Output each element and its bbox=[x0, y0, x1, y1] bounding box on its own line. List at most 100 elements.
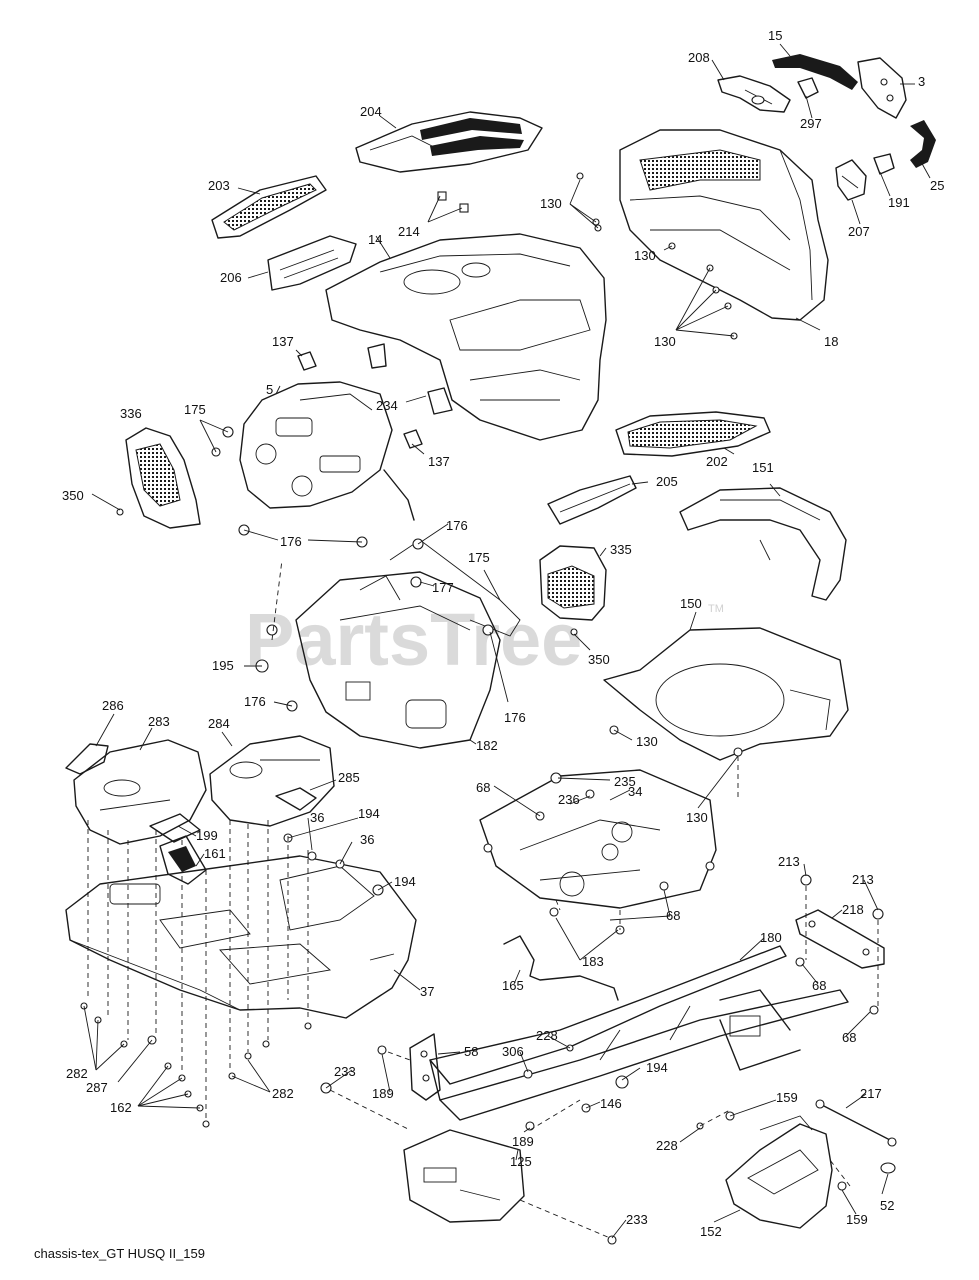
callout-183[interactable]: 183 bbox=[582, 954, 604, 969]
part-217-rod bbox=[815, 1099, 897, 1147]
part-150-shroud bbox=[603, 627, 849, 761]
callout-284[interactable]: 284 bbox=[208, 716, 230, 731]
part-203-grille-left bbox=[211, 175, 327, 239]
callout-283[interactable]: 283 bbox=[148, 714, 170, 729]
callout-68-b[interactable]: 68 bbox=[666, 908, 680, 923]
callout-213-a[interactable]: 213 bbox=[778, 854, 800, 869]
callout-282-a[interactable]: 282 bbox=[66, 1066, 88, 1081]
callout-236[interactable]: 236 bbox=[558, 792, 580, 807]
callout-228-a[interactable]: 228 bbox=[536, 1028, 558, 1043]
callout-205[interactable]: 205 bbox=[656, 474, 678, 489]
part-151-bracket bbox=[679, 487, 847, 601]
part-161-cover bbox=[159, 835, 207, 885]
callout-151[interactable]: 151 bbox=[752, 460, 774, 475]
callout-233-a[interactable]: 233 bbox=[334, 1064, 356, 1079]
callout-285[interactable]: 285 bbox=[338, 770, 360, 785]
callout-282-b[interactable]: 282 bbox=[272, 1086, 294, 1101]
callout-175-a[interactable]: 175 bbox=[184, 402, 206, 417]
callout-176-d[interactable]: 176 bbox=[504, 710, 526, 725]
part-125-frame-front bbox=[403, 1129, 525, 1223]
callout-233-b[interactable]: 233 bbox=[626, 1212, 648, 1227]
part-5-dash-panel bbox=[239, 381, 415, 521]
part-illustrations bbox=[65, 43, 936, 1245]
callout-182[interactable]: 182 bbox=[476, 738, 498, 753]
callout-189-a[interactable]: 189 bbox=[372, 1086, 394, 1101]
callout-68-c[interactable]: 68 bbox=[812, 978, 826, 993]
callout-235[interactable]: 235 bbox=[614, 774, 636, 789]
callout-130-a[interactable]: 130 bbox=[540, 196, 562, 211]
callout-176-c[interactable]: 176 bbox=[244, 694, 266, 709]
callout-350-b[interactable]: 350 bbox=[588, 652, 610, 667]
part-3-side-bracket bbox=[857, 57, 907, 119]
callout-34[interactable]: 34 bbox=[628, 784, 642, 799]
callout-194-c[interactable]: 194 bbox=[646, 1060, 668, 1075]
callout-202[interactable]: 202 bbox=[706, 454, 728, 469]
callout-176-a[interactable]: 176 bbox=[446, 518, 468, 533]
callout-234[interactable]: 234 bbox=[376, 398, 398, 413]
callout-14[interactable]: 14 bbox=[368, 232, 382, 247]
callout-306[interactable]: 306 bbox=[502, 1044, 524, 1059]
callout-25[interactable]: 25 bbox=[930, 178, 944, 193]
callout-159-b[interactable]: 159 bbox=[846, 1212, 868, 1227]
callout-162[interactable]: 162 bbox=[110, 1100, 132, 1115]
callout-199[interactable]: 199 bbox=[196, 828, 218, 843]
callout-194-a[interactable]: 194 bbox=[358, 806, 380, 821]
part-208-light-bracket bbox=[717, 75, 791, 113]
callout-52[interactable]: 52 bbox=[880, 1198, 894, 1213]
callout-130-b[interactable]: 130 bbox=[634, 248, 656, 263]
callout-189-b[interactable]: 189 bbox=[512, 1134, 534, 1149]
callout-161[interactable]: 161 bbox=[204, 846, 226, 861]
callout-68-a[interactable]: 68 bbox=[476, 780, 490, 795]
callout-146[interactable]: 146 bbox=[600, 1096, 622, 1111]
part-191-clip bbox=[873, 153, 895, 175]
part-297-lamp bbox=[797, 77, 819, 99]
callout-287[interactable]: 287 bbox=[86, 1080, 108, 1095]
callout-150[interactable]: 150 bbox=[680, 596, 702, 611]
part-234-decal bbox=[367, 343, 453, 415]
callout-165[interactable]: 165 bbox=[502, 978, 524, 993]
callout-175-b[interactable]: 175 bbox=[468, 550, 490, 565]
callout-180[interactable]: 180 bbox=[760, 930, 782, 945]
callout-68-d[interactable]: 68 bbox=[842, 1030, 856, 1045]
callout-207[interactable]: 207 bbox=[848, 224, 870, 239]
callout-137-b[interactable]: 137 bbox=[428, 454, 450, 469]
part-15-seal-strip bbox=[772, 54, 858, 90]
callout-130-e[interactable]: 130 bbox=[686, 810, 708, 825]
callout-204[interactable]: 204 bbox=[360, 104, 382, 119]
callout-350-a[interactable]: 350 bbox=[62, 488, 84, 503]
callout-15[interactable]: 15 bbox=[768, 28, 782, 43]
callout-203[interactable]: 203 bbox=[208, 178, 230, 193]
callout-217[interactable]: 217 bbox=[860, 1086, 882, 1101]
callout-18[interactable]: 18 bbox=[824, 334, 838, 349]
callout-195[interactable]: 195 bbox=[212, 658, 234, 673]
callout-206[interactable]: 206 bbox=[220, 270, 242, 285]
callout-37[interactable]: 37 bbox=[420, 984, 434, 999]
callout-336[interactable]: 336 bbox=[120, 406, 142, 421]
callout-191[interactable]: 191 bbox=[888, 195, 910, 210]
callout-152[interactable]: 152 bbox=[700, 1224, 722, 1239]
callout-214[interactable]: 214 bbox=[398, 224, 420, 239]
callout-228-b[interactable]: 228 bbox=[656, 1138, 678, 1153]
callout-176-b[interactable]: 176 bbox=[280, 534, 302, 549]
callout-194-b[interactable]: 194 bbox=[394, 874, 416, 889]
part-37-floor-pan bbox=[65, 855, 417, 1019]
callout-286[interactable]: 286 bbox=[102, 698, 124, 713]
callout-36-a[interactable]: 36 bbox=[310, 810, 324, 825]
callout-5[interactable]: 5 bbox=[266, 382, 273, 397]
callout-208[interactable]: 208 bbox=[688, 50, 710, 65]
callout-3[interactable]: 3 bbox=[918, 74, 925, 89]
callout-130-c[interactable]: 130 bbox=[654, 334, 676, 349]
callout-125[interactable]: 125 bbox=[510, 1154, 532, 1169]
callout-36-b[interactable]: 36 bbox=[360, 832, 374, 847]
callout-335[interactable]: 335 bbox=[610, 542, 632, 557]
callout-137-a[interactable]: 137 bbox=[272, 334, 294, 349]
part-199-bracket bbox=[149, 813, 201, 843]
callout-130-d[interactable]: 130 bbox=[636, 734, 658, 749]
callout-213-b[interactable]: 213 bbox=[852, 872, 874, 887]
callout-177[interactable]: 177 bbox=[432, 580, 454, 595]
callout-218[interactable]: 218 bbox=[842, 902, 864, 917]
callout-297[interactable]: 297 bbox=[800, 116, 822, 131]
callout-58[interactable]: 58 bbox=[464, 1044, 478, 1059]
callout-159-a[interactable]: 159 bbox=[776, 1090, 798, 1105]
